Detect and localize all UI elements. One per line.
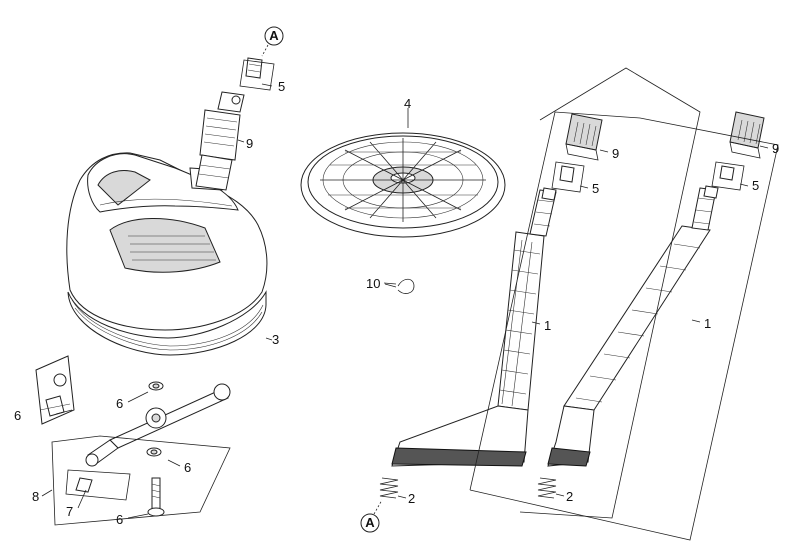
callout-labels: 5 9 3 4 10 9 5 1 2 9 5 1 2 6 6 6 6 7 8 xyxy=(14,79,779,527)
rotor-disc xyxy=(300,132,506,238)
callout-9-top: 9 xyxy=(246,136,253,151)
callout-4: 4 xyxy=(404,96,411,111)
callout-6-a: 6 xyxy=(14,408,21,423)
callout-1-left: 1 xyxy=(544,318,551,333)
nozzle-bolt xyxy=(147,477,165,517)
ref-a-label-top: A xyxy=(269,28,279,43)
washer-stack xyxy=(146,381,164,457)
quick-coupling-left-lance xyxy=(565,113,603,161)
spring-left xyxy=(379,477,399,499)
callout-1-right: 1 xyxy=(704,316,711,331)
group-outline-right-lance xyxy=(469,111,779,541)
quick-coupling-right-lance xyxy=(729,111,765,159)
callout-2-right: 2 xyxy=(566,489,573,504)
callout-6-b: 6 xyxy=(116,396,123,411)
ref-a-label-bottom: A xyxy=(365,515,375,530)
spring-right xyxy=(537,477,557,499)
callout-6-c: 6 xyxy=(184,460,191,475)
callout-5-right: 5 xyxy=(752,178,759,193)
callout-2-left: 2 xyxy=(408,491,415,506)
callout-8: 8 xyxy=(32,489,39,504)
jet-nozzle xyxy=(65,469,131,501)
spray-lance-right xyxy=(547,187,717,467)
callout-3: 3 xyxy=(272,332,279,347)
spray-arm-assembly xyxy=(51,383,231,526)
reference-mark-a-top: A xyxy=(261,26,284,57)
callout-6-d: 6 xyxy=(116,512,123,527)
callout-7: 7 xyxy=(66,504,73,519)
nozzle-insert-top xyxy=(239,57,275,91)
nozzle-insert-right-lance xyxy=(703,161,745,199)
leader-lines xyxy=(41,83,769,519)
quick-coupling-top xyxy=(195,91,245,191)
callout-9-right: 9 xyxy=(772,141,779,156)
group-outline-left-lance xyxy=(519,67,701,519)
bracket-part xyxy=(35,355,75,425)
callout-5-mid: 5 xyxy=(592,181,599,196)
retaining-clip xyxy=(384,278,415,294)
callout-10: 10 xyxy=(366,276,380,291)
spray-lance-left xyxy=(391,189,557,467)
callout-5-top: 5 xyxy=(278,79,285,94)
reference-mark-a-bottom: A xyxy=(360,499,383,533)
surface-cleaner-assembly xyxy=(66,152,268,356)
nozzle-insert-left-lance xyxy=(541,161,585,201)
callout-9-mid: 9 xyxy=(612,146,619,161)
